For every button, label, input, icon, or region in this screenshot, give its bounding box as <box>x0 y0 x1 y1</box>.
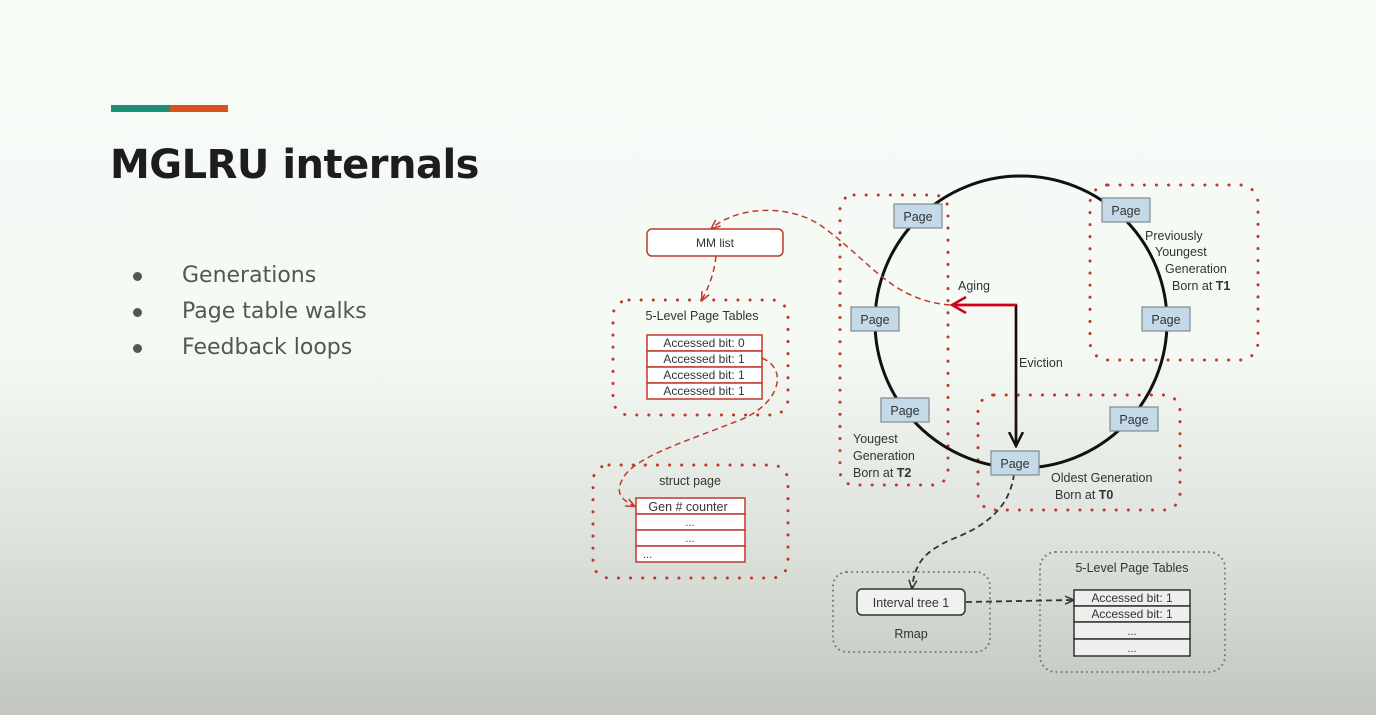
svg-text:Born at T1: Born at T1 <box>1172 279 1230 293</box>
svg-text:Generation: Generation <box>853 449 915 463</box>
previous-generation-group <box>1088 183 1260 362</box>
aging-to-mm-list-arrow <box>712 209 951 306</box>
page-box: Page <box>1141 306 1191 332</box>
interval-tree-box: Interval tree 1 <box>856 588 966 616</box>
page-box: Page <box>893 203 943 229</box>
oldest-generation-label: Oldest Generation Born at T0 <box>1051 471 1152 502</box>
interval-tree-to-page-tables-arrow <box>965 600 1073 602</box>
page-tables-left-rows: Accessed bit: 0 Accessed bit: 1 Accessed… <box>646 334 763 400</box>
svg-text:Page: Page <box>890 404 919 418</box>
svg-text:Generation: Generation <box>1165 262 1227 276</box>
svg-text:Page: Page <box>903 210 932 224</box>
mm-list-label: MM list <box>696 236 735 250</box>
struct-page-row: ... <box>685 517 694 529</box>
accent-bar-teal <box>111 105 170 112</box>
struct-page-rows: Gen # counter ... ... ... <box>635 497 746 563</box>
accessed-bit-row: Accessed bit: 1 <box>1091 591 1173 605</box>
svg-text:Page: Page <box>1111 204 1140 218</box>
page-box: Page <box>880 397 930 423</box>
mm-list-box: MM list <box>646 228 784 257</box>
page-box: Page <box>990 450 1040 476</box>
page-tables-right-group <box>1039 551 1226 673</box>
bullet-text: Page table walks <box>182 299 367 324</box>
bullet-item: Generations <box>130 258 367 294</box>
accessed-bit-row: Accessed bit: 1 <box>663 352 745 366</box>
interval-tree-label: Interval tree 1 <box>873 596 949 610</box>
svg-text:Page: Page <box>1119 413 1148 427</box>
accessed-bit-row: Accessed bit: 1 <box>1091 607 1173 621</box>
svg-text:Yougest: Yougest <box>853 432 898 446</box>
bullet-text: Feedback loops <box>182 335 353 360</box>
struct-page-row: ... <box>685 533 694 545</box>
page-tables-right-title: 5-Level Page Tables <box>1075 561 1188 575</box>
bullet-dot-icon <box>133 308 142 317</box>
youngest-generation-label: Yougest Generation Born at T2 <box>853 432 915 480</box>
svg-text:Previously: Previously <box>1145 229 1203 243</box>
page-tables-left-group <box>611 298 790 417</box>
youngest-generation-group <box>838 193 950 487</box>
svg-text:Born at T0: Born at T0 <box>1055 488 1113 502</box>
page-to-interval-tree-arrow <box>912 473 1015 588</box>
svg-text:Oldest Generation: Oldest Generation <box>1051 471 1152 485</box>
rmap-label: Rmap <box>894 627 927 641</box>
svg-text:Born at T2: Born at T2 <box>853 466 911 480</box>
svg-text:Page: Page <box>860 313 889 327</box>
struct-page-title: struct page <box>659 474 721 488</box>
accessed-bit-row: Accessed bit: 0 <box>663 336 745 350</box>
bullet-item: Page table walks <box>130 294 367 330</box>
accessed-bit-row: ... <box>1127 643 1136 655</box>
struct-page-row: ... <box>643 549 652 561</box>
aging-arrow <box>952 303 1018 445</box>
bullet-dot-icon <box>133 344 142 353</box>
page-box: Page <box>1109 406 1159 432</box>
accessed-bit-row: Accessed bit: 1 <box>663 384 745 398</box>
accessed-bit-to-struct-page-arrow <box>618 357 779 506</box>
accent-bar-orange <box>170 105 228 112</box>
svg-text:Page: Page <box>1151 313 1180 327</box>
previous-generation-label: Previously Youngest Generation Born at T… <box>1145 229 1230 293</box>
struct-page-row: Gen # counter <box>648 500 727 514</box>
bullet-item: Feedback loops <box>130 330 367 366</box>
slide-title: MGLRU internals <box>110 142 479 188</box>
page-box: Page <box>850 306 900 332</box>
accessed-bit-row: Accessed bit: 1 <box>663 368 745 382</box>
bullet-dot-icon <box>133 272 142 281</box>
page-tables-right-rows: Accessed bit: 1 Accessed bit: 1 ... ... <box>1073 589 1191 657</box>
page-tables-left-title: 5-Level Page Tables <box>645 309 758 323</box>
accessed-bit-row: ... <box>1127 626 1136 638</box>
svg-text:Page: Page <box>1000 457 1029 471</box>
bullet-text: Generations <box>182 263 317 288</box>
struct-page-group <box>591 463 790 580</box>
svg-text:Youngest: Youngest <box>1155 245 1207 259</box>
aging-label: Aging <box>958 279 990 293</box>
bullet-list: Generations Page table walks Feedback lo… <box>130 258 367 366</box>
page-box: Page <box>1101 197 1151 223</box>
oldest-generation-group <box>976 393 1182 512</box>
mm-list-to-page-tables-arrow <box>702 255 717 300</box>
eviction-label: Eviction <box>1019 356 1063 370</box>
